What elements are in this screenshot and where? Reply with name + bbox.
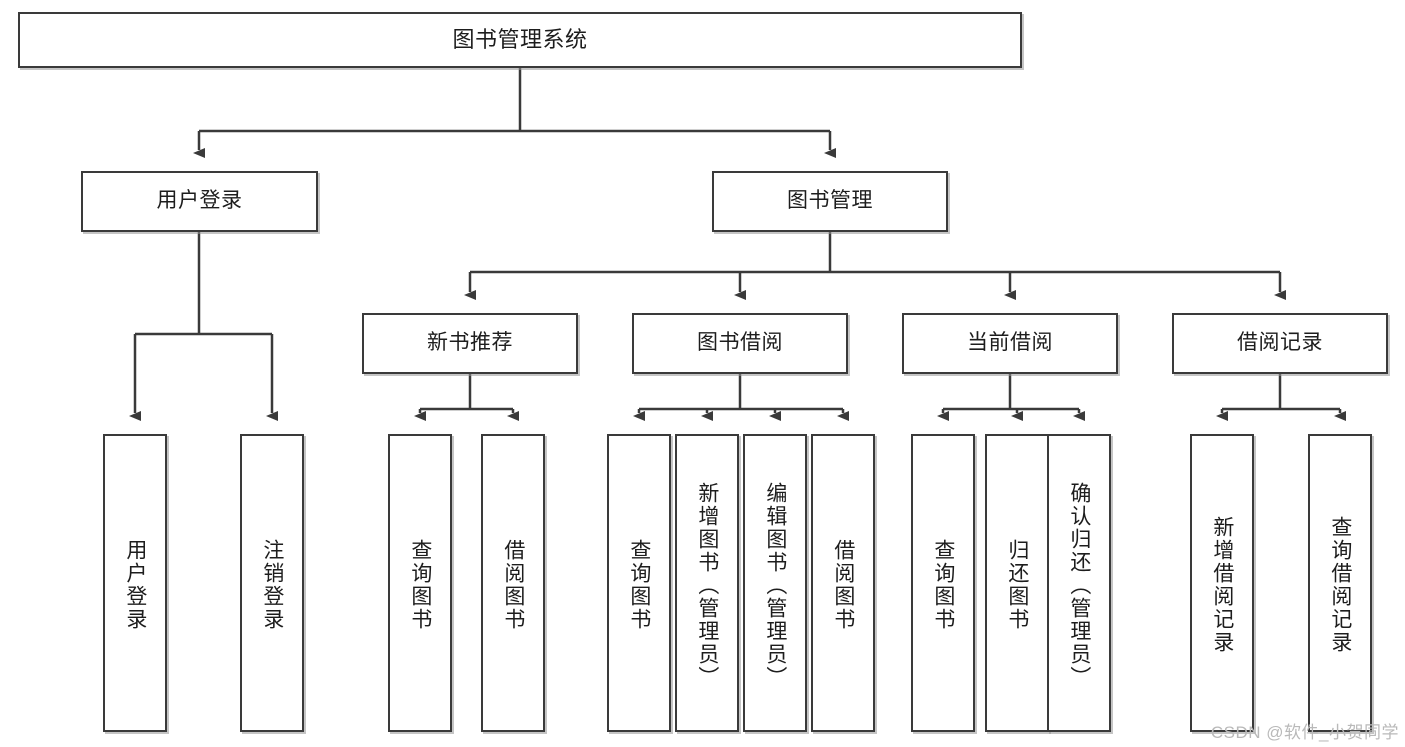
node-book-borrow-label: 图书借阅 (697, 331, 783, 355)
node-leaf-user-login-label: 用户登录 (123, 539, 147, 631)
node-user-login[interactable]: 用户登录 (81, 171, 318, 232)
node-new-book-recommend-label: 新书推荐 (427, 331, 513, 355)
node-current-borrow-label: 当前借阅 (967, 331, 1053, 355)
node-leaf-user-login[interactable]: 用户登录 (103, 434, 167, 732)
node-leaf-logout-login[interactable]: 注销登录 (240, 434, 304, 732)
node-leaf-edit-book-admin-label: 编辑图书（管理员） (763, 481, 787, 689)
node-leaf-confirm-return-admin[interactable]: 确认归还（管理员） (1047, 434, 1111, 732)
node-leaf-query-book-2[interactable]: 查询图书 (607, 434, 671, 732)
node-leaf-logout-login-label: 注销登录 (260, 539, 284, 631)
node-root[interactable]: 图书管理系统 (18, 12, 1022, 68)
node-leaf-borrow-book-1[interactable]: 借阅图书 (481, 434, 545, 732)
node-current-borrow[interactable]: 当前借阅 (902, 313, 1118, 374)
node-borrow-record-label: 借阅记录 (1237, 331, 1323, 355)
watermark-text: CSDN @软件_小贺同学 (1210, 723, 1399, 742)
node-leaf-query-book-2-label: 查询图书 (627, 539, 651, 631)
node-leaf-confirm-return-admin-label: 确认归还（管理员） (1067, 481, 1091, 689)
node-book-borrow[interactable]: 图书借阅 (632, 313, 848, 374)
node-leaf-query-borrow-record[interactable]: 查询借阅记录 (1308, 434, 1372, 732)
node-leaf-add-book-admin[interactable]: 新增图书（管理员） (675, 434, 739, 732)
node-leaf-borrow-book-1-label: 借阅图书 (501, 539, 525, 631)
node-leaf-query-book-3[interactable]: 查询图书 (911, 434, 975, 732)
node-leaf-add-borrow-record[interactable]: 新增借阅记录 (1190, 434, 1254, 732)
node-leaf-query-borrow-record-label: 查询借阅记录 (1328, 516, 1352, 654)
node-leaf-borrow-book-2[interactable]: 借阅图书 (811, 434, 875, 732)
node-leaf-return-book-label: 归还图书 (1005, 539, 1029, 631)
node-leaf-add-borrow-record-label: 新增借阅记录 (1210, 516, 1234, 654)
node-leaf-return-book[interactable]: 归还图书 (985, 434, 1049, 732)
node-leaf-borrow-book-2-label: 借阅图书 (831, 539, 855, 631)
node-root-label: 图书管理系统 (452, 27, 588, 53)
node-leaf-edit-book-admin[interactable]: 编辑图书（管理员） (743, 434, 807, 732)
node-leaf-add-book-admin-label: 新增图书（管理员） (695, 481, 719, 689)
node-new-book-recommend[interactable]: 新书推荐 (362, 313, 578, 374)
node-leaf-query-book-1-label: 查询图书 (408, 539, 432, 631)
node-leaf-query-book-1[interactable]: 查询图书 (388, 434, 452, 732)
node-user-login-label: 用户登录 (156, 189, 243, 213)
node-book-manage[interactable]: 图书管理 (712, 171, 948, 232)
node-leaf-query-book-3-label: 查询图书 (931, 539, 955, 631)
node-book-manage-label: 图书管理 (787, 189, 873, 213)
node-borrow-record[interactable]: 借阅记录 (1172, 313, 1388, 374)
